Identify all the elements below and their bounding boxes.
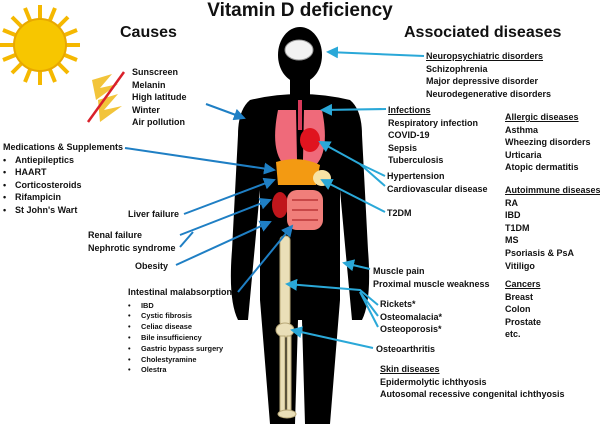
list-item: Sepsis — [388, 142, 418, 153]
list-item: Cystic fibrosis — [128, 311, 232, 322]
list-item: Urticaria — [505, 149, 542, 160]
cause-arrows — [124, 103, 294, 293]
block-heading: Medications & Supplements — [3, 142, 124, 152]
block-heading: Neuropsychiatric disorders — [426, 51, 544, 61]
list-item: Bile insufficiency — [128, 333, 232, 344]
list-item: High latitude — [132, 92, 187, 103]
t2dm-label-text: T2DM — [387, 208, 412, 218]
list-item: Proximal muscle weakness — [373, 278, 490, 289]
block-heading: Skin diseases — [380, 364, 440, 374]
list-item: RA — [505, 197, 518, 208]
list-item: Antiepileptics — [3, 154, 123, 167]
list-item: Melanin — [132, 79, 166, 90]
list-item: Epidermolytic ichthyosis — [380, 376, 487, 387]
obesity-label-text: Obesity — [135, 261, 169, 271]
list-item: Air pollution — [132, 117, 185, 128]
list-item: Rickets* — [380, 299, 416, 309]
diagram-title: Vitamin D deficiency — [207, 0, 393, 21]
list-item: Psoriasis & PsA — [505, 247, 575, 258]
medications-block: Medications & SupplementsAntiepilepticsH… — [3, 141, 123, 217]
item-list: IBDCystic fibrosisCeliac diseaseBile ins… — [128, 301, 232, 377]
item-list: AntiepilepticsHAARTCorticosteroidsRifamp… — [3, 154, 123, 217]
list-item: COVID-19 — [388, 130, 430, 141]
list-item: Atopic dermatitis — [505, 162, 579, 173]
list-item: Rifampicin — [3, 191, 123, 204]
block-heading: Autoimmune diseases — [505, 185, 600, 195]
bone-diseases: Rickets* Osteomalacia* Osteoporosis* — [380, 298, 442, 336]
osteoarthritis-label-text: Osteoarthritis — [376, 344, 436, 354]
list-item: Autosomal recessive congenital ichthyosi… — [380, 389, 565, 400]
list-item: Celiac disease — [128, 322, 232, 333]
list-item: Cardiovascular disease — [387, 183, 488, 194]
obesity-label: Obesity — [135, 260, 168, 273]
causes-heading: Causes — [120, 24, 177, 41]
list-item: IBD — [128, 301, 232, 312]
list-item: Schizophrenia — [426, 63, 488, 74]
list-item: Muscle pain — [373, 266, 425, 276]
list-item: Winter — [132, 104, 160, 115]
list-item: Cholestyramine — [128, 355, 232, 366]
list-item: HAART — [3, 166, 123, 179]
list-item: Osteomalacia* — [380, 311, 443, 322]
organs — [272, 39, 331, 230]
block-heading: Allergic diseases — [505, 112, 579, 122]
list-item: Colon — [505, 304, 531, 315]
list-item: Osteoporosis* — [380, 324, 442, 335]
disease-arrows — [285, 46, 425, 349]
list-item: T1DM — [505, 222, 530, 233]
list-item: Asthma — [505, 124, 539, 135]
blocked-sunrays-icon — [86, 71, 126, 123]
list-item: Prostate — [505, 316, 542, 327]
intestinal-malabsorption-block: Intestinal malabsorptionIBDCystic fibros… — [128, 286, 232, 376]
list-item: St John's Wart — [3, 204, 123, 217]
list-item: Renal failure — [88, 230, 143, 240]
list-item: Neurodegenerative disorders — [426, 88, 552, 99]
list-item: Wheezing disorders — [505, 137, 591, 148]
list-item: Gastric bypass surgery — [128, 344, 232, 355]
diseases-heading: Associated diseases — [404, 24, 562, 41]
list-item: etc. — [505, 329, 521, 340]
liver-failure-label-text: Liver failure — [128, 209, 180, 219]
sun-icon — [0, 5, 80, 85]
list-item: Sunscreen — [132, 67, 179, 77]
list-item: Breast — [505, 291, 534, 302]
list-item: Vitiligo — [505, 260, 535, 271]
list-item: IBD — [505, 210, 521, 221]
liver-failure-label: Liver failure — [128, 208, 179, 221]
block-heading: Infections — [388, 105, 431, 115]
list-item: Tuberculosis — [388, 155, 444, 166]
list-item: Nephrotic syndrome — [88, 242, 176, 253]
list-item: Olestra — [128, 365, 232, 376]
t2dm-label: T2DM — [387, 207, 412, 220]
list-item: Major depressive disorder — [426, 76, 539, 87]
block-heading: Cancers — [505, 279, 541, 289]
list-item: Hypertension — [387, 171, 445, 181]
block-heading: Intestinal malabsorption — [128, 287, 233, 297]
list-item: Corticosteroids — [3, 179, 123, 192]
osteoarthritis-label: Osteoarthritis — [376, 343, 435, 356]
list-item: Respiratory infection — [388, 117, 479, 128]
list-item: MS — [505, 235, 519, 246]
